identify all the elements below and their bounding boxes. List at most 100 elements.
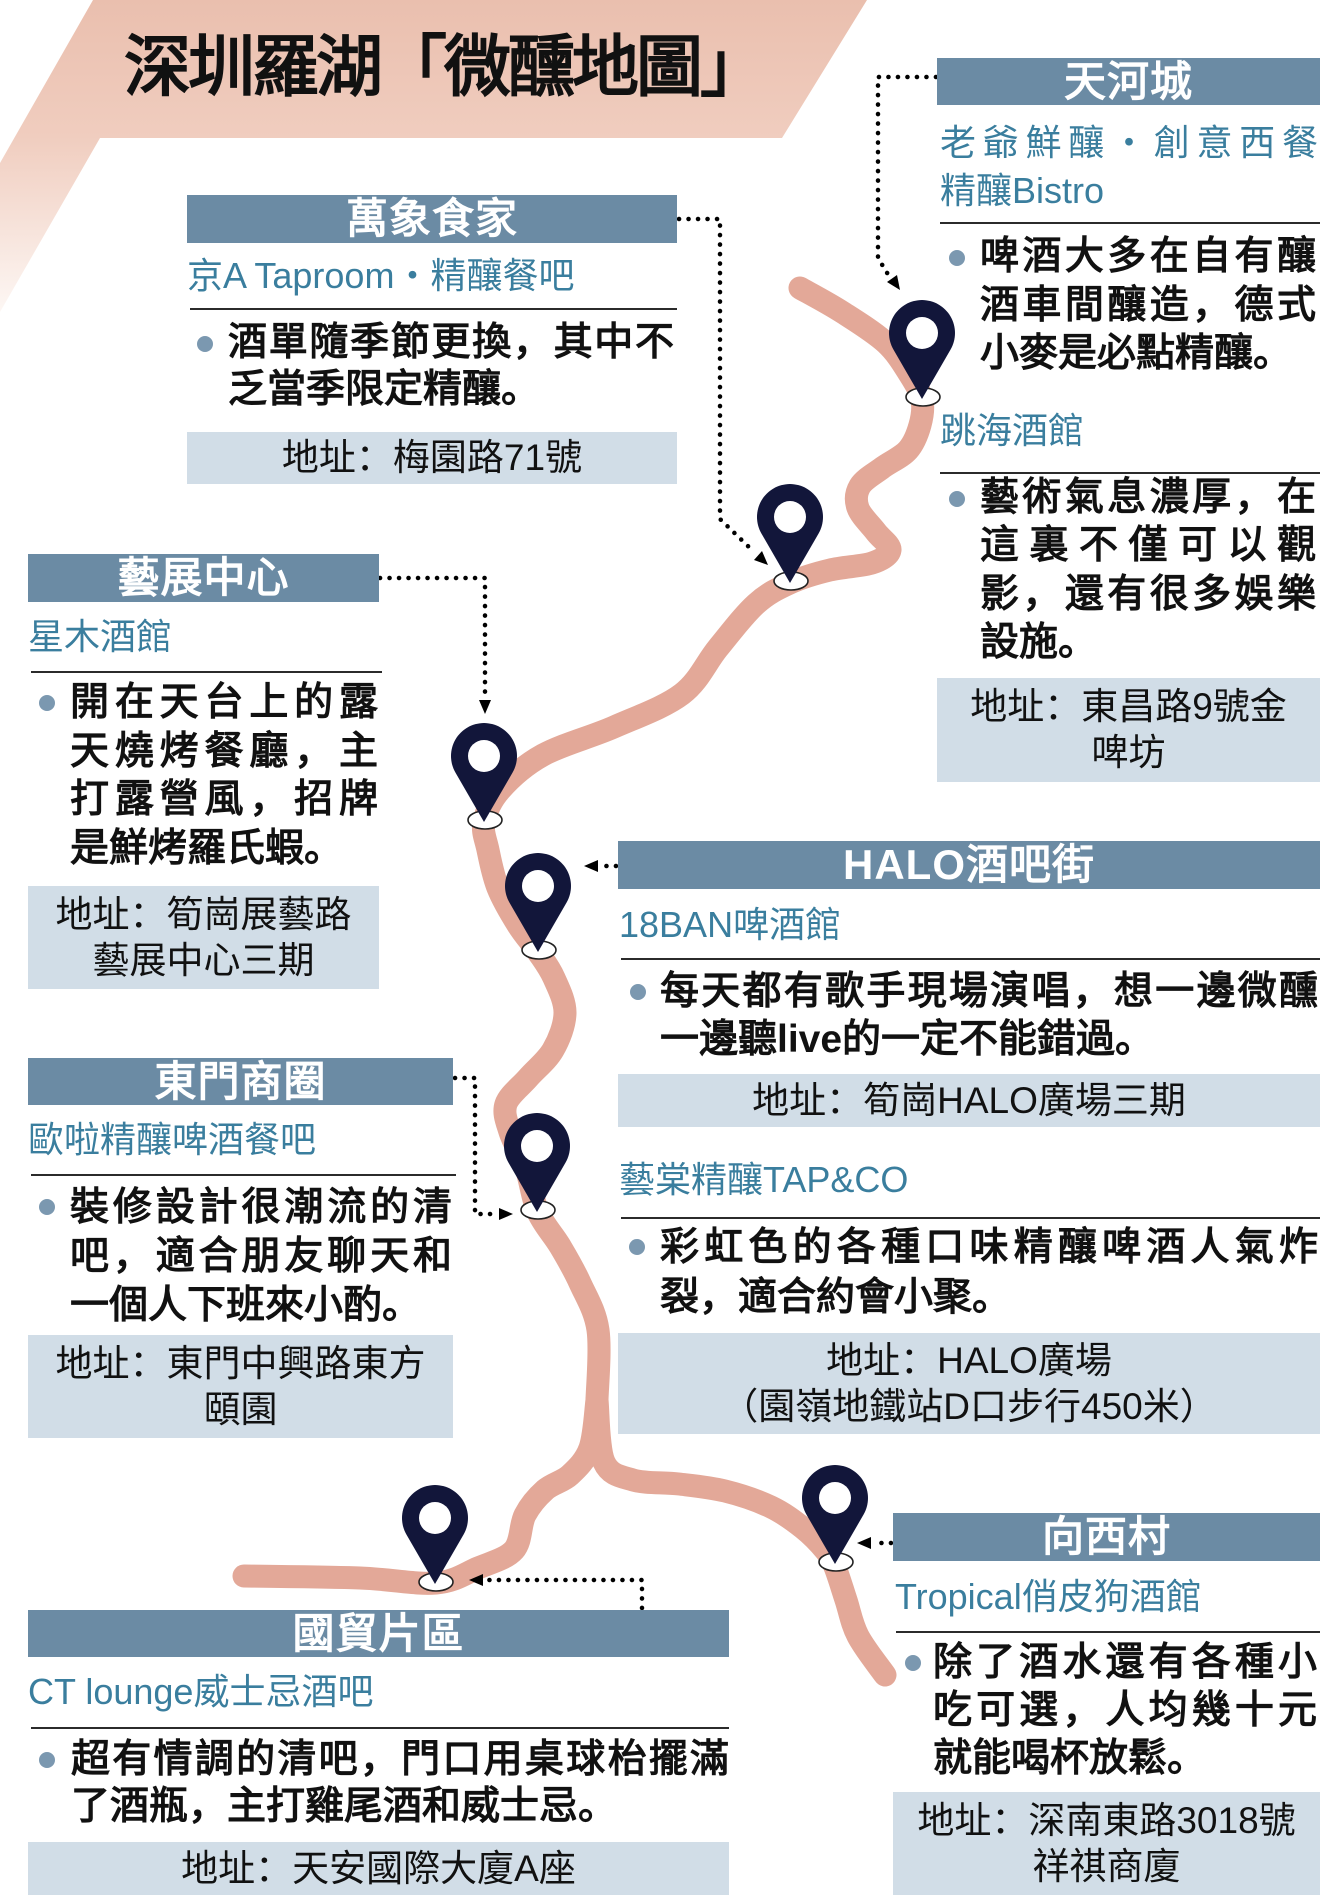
area-card-xiangxi: 向西村 Tropical俏皮狗酒館 除了酒水還有各種小 吃可選，人均幾十元 就能… — [893, 1513, 1320, 1895]
arrowhead-icon — [754, 551, 768, 565]
connector-mixc — [676, 216, 755, 553]
page-title: 深圳羅湖「微醺地圖」 — [124, 30, 767, 105]
description-line: 這裏不僅可以觀 — [980, 524, 1316, 568]
venue-name: 老爺鮮釀・創意西餐 精釀Bistro — [940, 119, 1318, 215]
venue-name-line: 星木酒館 — [28, 616, 173, 657]
address-box: 地址：天安國際大廈A座 — [28, 1842, 729, 1895]
description-line: 藝術氣息濃厚，在 — [980, 476, 1316, 519]
area-card-dongmen: 東門商圈 歐啦精釀啤酒餐吧 裝修設計很潮流的清 吧，適合朋友聊天和 一個人下班來… — [28, 1058, 456, 1438]
venue-name-line: Tropical俏皮狗酒館 — [895, 1576, 1202, 1617]
description-line: 彩虹色的各種口味精釀啤酒人氣炸 — [660, 1226, 1318, 1269]
description-line: 設施。 — [980, 620, 1098, 664]
route-branch-west — [232, 1388, 609, 1595]
bullet-dot-icon — [39, 1752, 55, 1768]
address-box: 地址：筍崗HALO廣場三期 — [618, 1074, 1320, 1127]
address-line: 地址：梅園路71號 — [281, 437, 583, 478]
connector-dongmen — [452, 1075, 500, 1217]
address-line: 地址：HALO廣場 — [826, 1339, 1112, 1381]
venue-name-line: CT lounge威士忌酒吧 — [28, 1671, 374, 1712]
description-line: 吃可選，人均幾十元 — [933, 1689, 1317, 1732]
bullet-dot-icon — [949, 250, 965, 266]
area-header: 向西村 — [893, 1513, 1320, 1561]
area-card-tianhe: 天河城 老爺鮮釀・創意西餐 精釀Bistro 啤酒大多在自有釀 酒車間釀造，德式… — [937, 58, 1320, 782]
map-pin-icon-guomao — [402, 1485, 468, 1592]
divider — [31, 1727, 729, 1729]
divider — [31, 1174, 456, 1176]
area-card-art-center: 藝展中心 星木酒館 開在天台上的露 天燒烤餐廳，主 打露營風，招牌 是鮮烤羅氏蝦… — [28, 554, 382, 989]
area-card-halo: HALO酒吧街 18BAN啤酒館 每天都有歌手現場演唱，想一邊微醺 一邊聽liv… — [618, 841, 1320, 1434]
address-line: 地址：筍崗HALO廣場三期 — [752, 1079, 1186, 1121]
venue-name-line: 京A Taproom・精釀餐吧 — [187, 255, 575, 296]
venue-name: 星木酒館 — [28, 613, 379, 661]
venue-name: 藝棠精釀TAP&CO — [619, 1156, 1319, 1204]
connector-art-center — [377, 575, 488, 701]
area-header: 藝展中心 — [28, 554, 379, 602]
area-header: 國貿片區 — [28, 1610, 729, 1657]
map-pin-icon-dongmen — [504, 1113, 570, 1220]
arrowhead-icon — [499, 1208, 513, 1220]
venue-name: Tropical俏皮狗酒館 — [895, 1573, 1320, 1621]
description-line: 乏當季限定精釀。 — [228, 368, 541, 411]
description-line: 除了酒水還有各種小 — [933, 1641, 1317, 1684]
description-line: 小麥是必點精釀。 — [980, 332, 1293, 375]
address-box: 地址：東門中興路東方 頤園 — [28, 1335, 453, 1438]
venue-name: 歐啦精釀啤酒餐吧 — [28, 1116, 453, 1164]
bullet-dot-icon — [949, 491, 965, 507]
venue-name-line: 18BAN啤酒館 — [619, 904, 842, 945]
bullet-dot-icon — [39, 1199, 55, 1215]
arrowhead-icon — [887, 275, 900, 290]
area-header: 萬象食家 — [187, 195, 677, 243]
connector-guomao — [483, 1577, 645, 1611]
bullet-dot-icon — [39, 695, 55, 711]
map-pin-icon-art-center — [451, 723, 517, 830]
description-line: 一個人下班來小酌。 — [70, 1284, 422, 1327]
description-line: 開在天台上的露 — [70, 681, 378, 724]
venue-description: 藝術氣息濃厚，在 這裏不僅可以觀 影，還有很多娛樂 設施。 — [980, 474, 1316, 667]
divider — [31, 671, 382, 673]
description-line: 酒單隨季節更換，其中不 — [228, 321, 674, 364]
venue-description: 每天都有歌手現場演唱，想一邊微醺 一邊聽live的一定不能錯過。 — [660, 968, 1318, 1064]
area-header: HALO酒吧街 — [618, 841, 1320, 889]
description-line: 就能喝杯放鬆。 — [933, 1737, 1207, 1780]
description-line: 吧，適合朋友聊天和 — [70, 1235, 452, 1278]
area-header: 東門商圈 — [28, 1058, 453, 1105]
area-header: 天河城 — [937, 58, 1320, 105]
address-line: 地址：深南東路3018號 — [917, 1799, 1296, 1841]
description-line: 打露營風，招牌 — [70, 778, 378, 821]
arrowhead-icon — [857, 1537, 871, 1549]
area-card-mixc: 萬象食家 京A Taproom・精釀餐吧 酒單隨季節更換，其中不 乏當季限定精釀… — [187, 195, 677, 484]
area-card-guomao: 國貿片區 CT lounge威士忌酒吧 超有情調的清吧，門口用桌球枱擺滿 了酒瓶… — [28, 1610, 729, 1895]
description-line: 天燒烤餐廳，主 — [70, 729, 378, 773]
address-line: 地址：天安國際大廈A座 — [181, 1847, 576, 1889]
address-line: （園嶺地鐵站D口步行450米） — [721, 1385, 1217, 1427]
address-line: 地址：筍崗展藝路 — [55, 893, 352, 935]
bullet-dot-icon — [630, 984, 646, 1000]
address-box: 地址：深南東路3018號 祥祺商廈 — [893, 1792, 1320, 1895]
venue-description: 超有情調的清吧，門口用桌球枱擺滿 了酒瓶，主打雞尾酒和威士忌。 — [71, 1736, 729, 1830]
address-line: 地址：東門中興路東方 — [55, 1342, 426, 1384]
divider — [621, 958, 1320, 960]
description-line: 啤酒大多在自有釀 — [980, 235, 1316, 278]
divider — [896, 1631, 1320, 1633]
venue-description: 酒單隨季節更換，其中不 乏當季限定精釀。 — [228, 319, 674, 413]
venue-name: 京A Taproom・精釀餐吧 — [187, 252, 677, 300]
connector-tianhe — [875, 74, 939, 279]
venue-name-line: 藝棠精釀TAP&CO — [619, 1159, 909, 1200]
divider — [190, 308, 677, 310]
description-line: 影，還有很多娛樂 — [980, 572, 1316, 616]
description-line: 每天都有歌手現場演唱，想一邊微醺 — [660, 970, 1318, 1013]
venue-description: 裝修設計很潮流的清 吧，適合朋友聊天和 一個人下班來小酌。 — [70, 1183, 452, 1330]
address-line: 啤坊 — [1091, 732, 1166, 773]
route-branch-east — [585, 1388, 897, 1687]
map-pin-icon-xiangxi — [802, 1465, 868, 1572]
bullet-dot-icon — [905, 1655, 921, 1671]
bullet-dot-icon — [197, 336, 213, 352]
divider — [940, 222, 1320, 224]
venue-name-line: 精釀Bistro — [940, 170, 1105, 211]
description-line: 超有情調的清吧，門口用桌球枱擺滿 — [71, 1738, 729, 1781]
description-line: 了酒瓶，主打雞尾酒和威士忌。 — [71, 1785, 618, 1828]
divider — [940, 472, 1320, 474]
venue-name-line: 老爺鮮釀・創意西餐 — [940, 122, 1318, 163]
